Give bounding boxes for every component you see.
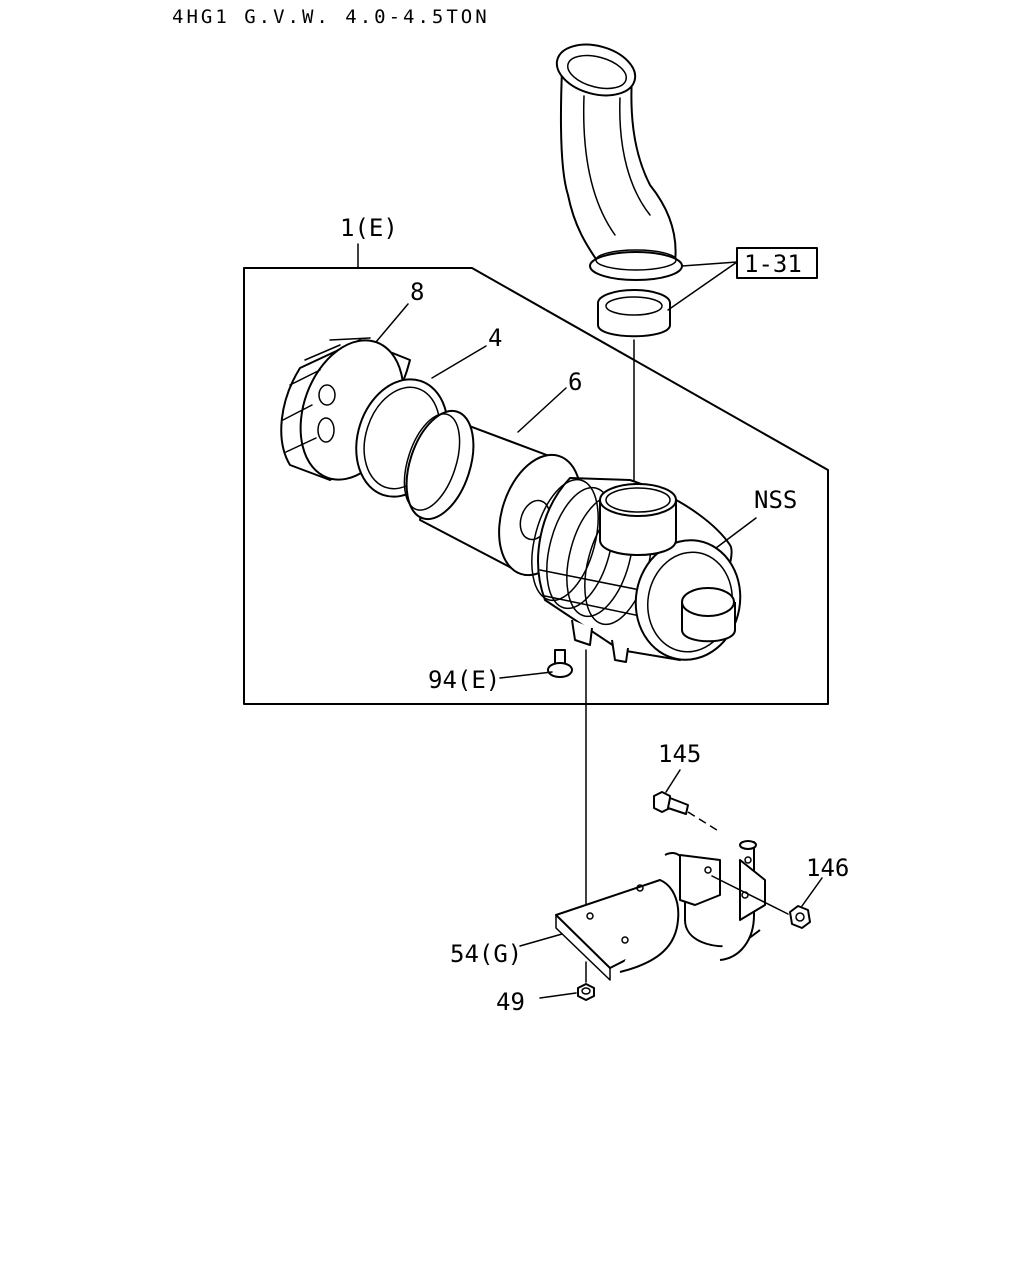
assembly-frame bbox=[243, 267, 829, 705]
callout-94e: 94(E) bbox=[428, 666, 500, 694]
leader-94 bbox=[499, 671, 553, 679]
nut-146-path bbox=[711, 875, 789, 915]
callout-145: 145 bbox=[658, 740, 701, 768]
leader-1-31-a bbox=[681, 261, 738, 267]
callout-assembly-1e: 1(E) bbox=[340, 214, 398, 242]
callout-nss: NSS bbox=[754, 486, 797, 514]
bolt-path bbox=[687, 811, 721, 833]
leader-1-31-b bbox=[667, 261, 738, 311]
callout-6: 6 bbox=[568, 368, 582, 396]
drain-valve bbox=[547, 649, 573, 678]
leader-4 bbox=[431, 345, 487, 379]
mounting-bracket bbox=[555, 840, 766, 981]
cleaner-housing bbox=[531, 477, 742, 663]
leader-54 bbox=[519, 933, 563, 947]
callout-54g: 54(G) bbox=[450, 940, 522, 968]
callout-146: 146 bbox=[806, 854, 849, 882]
leader-146 bbox=[801, 877, 823, 907]
hose-clamp bbox=[597, 289, 671, 338]
leader-6 bbox=[517, 387, 567, 433]
callout-4: 4 bbox=[488, 324, 502, 352]
callout-1-31: 1-31 bbox=[744, 250, 802, 278]
leader-49 bbox=[539, 992, 577, 999]
leader-8 bbox=[375, 303, 409, 343]
filter-element bbox=[403, 409, 582, 577]
flange-nut-146 bbox=[789, 905, 811, 929]
flange-nut-49 bbox=[577, 983, 595, 1001]
bolt bbox=[653, 791, 689, 815]
callout-49: 49 bbox=[496, 988, 525, 1016]
callout-box-1-31 bbox=[736, 247, 818, 279]
diagram-title: 4HG1 G.V.W. 4.0-4.5TON bbox=[172, 6, 490, 28]
intake-duct bbox=[555, 43, 683, 281]
leader-nss bbox=[715, 517, 757, 549]
leader-145 bbox=[665, 769, 681, 793]
callout-8: 8 bbox=[410, 278, 424, 306]
